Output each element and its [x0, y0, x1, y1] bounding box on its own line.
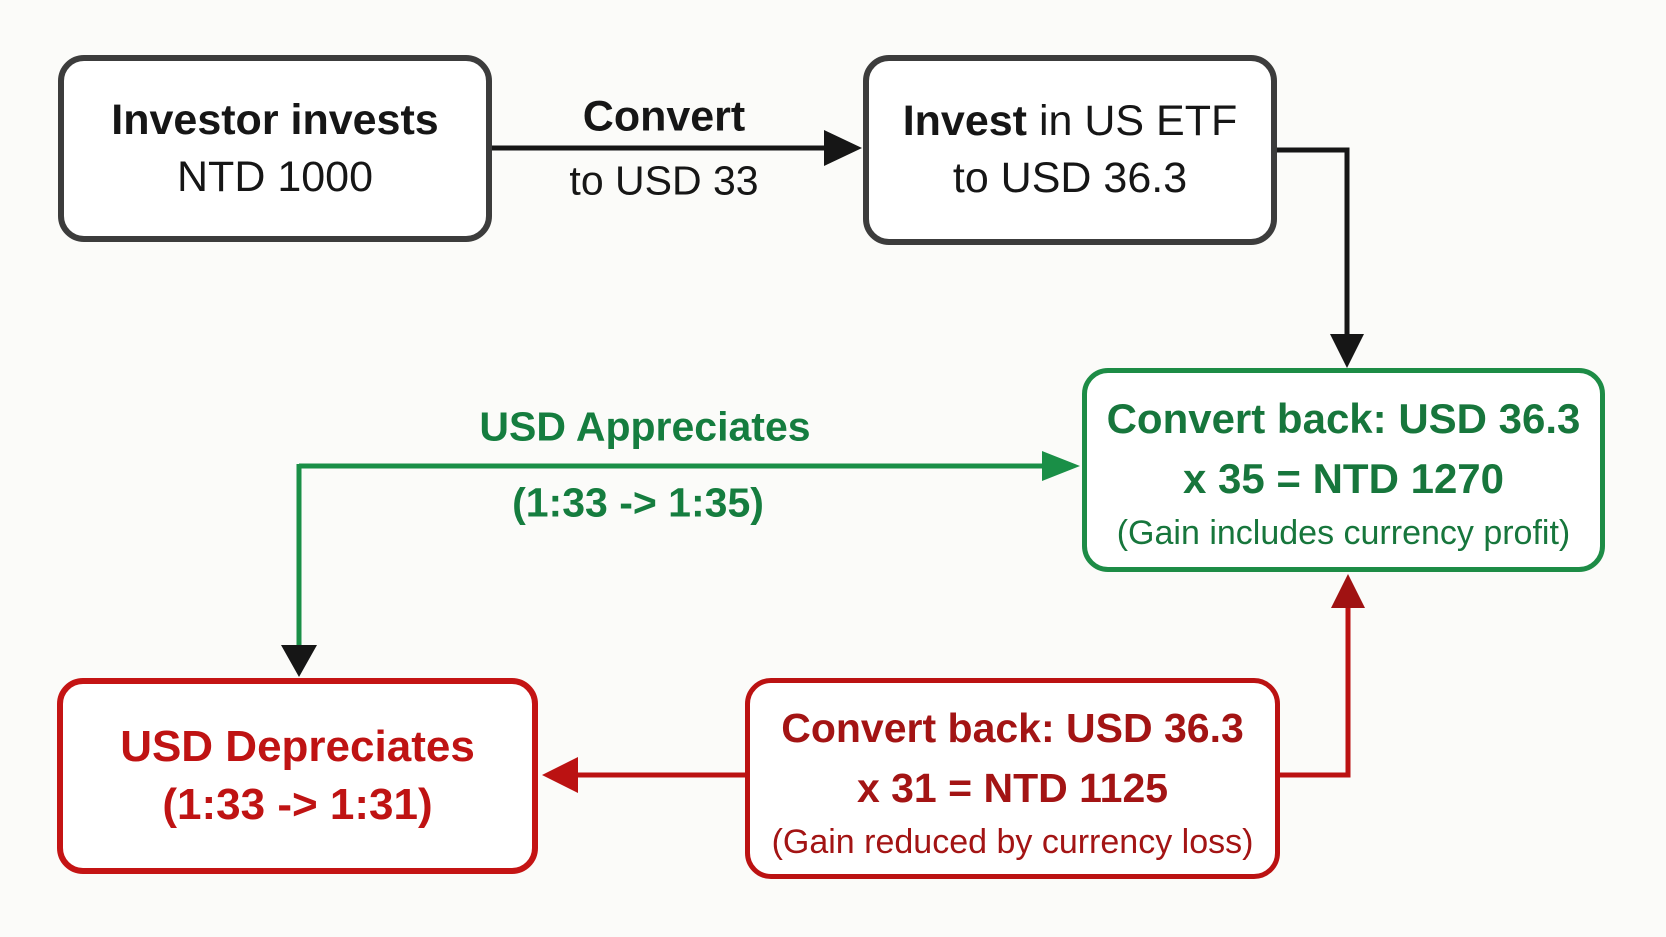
node-investor: Investor invests NTD 1000: [58, 55, 492, 242]
node-line: (Gain reduced by currency loss): [771, 822, 1254, 861]
node-line-regular-run: in US ETF: [1027, 97, 1238, 145]
edge-convert-label-top: Convert: [582, 92, 746, 141]
node-line: Investor invests: [111, 95, 439, 144]
edge-appreciates-branch-arrowhead: [281, 645, 317, 677]
edge-convert-arrowhead: [824, 130, 862, 166]
edge-invest-to-gain-arrowhead: [1330, 334, 1364, 368]
edge-convert-label-bottom: to USD 33: [569, 157, 759, 204]
node-convert-gain: Convert back: USD 36.3 x 35 = NTD 1270 (…: [1082, 368, 1605, 572]
edge-appreciates-label-top: USD Appreciates: [479, 403, 811, 450]
node-line: USD Depreciates: [120, 722, 475, 771]
edge-loss-to-gain-arrowhead: [1331, 574, 1365, 608]
node-line: Convert back: USD 36.3: [1106, 395, 1581, 442]
node-line: to USD 36.3: [952, 154, 1188, 202]
node-line: x 35 = NTD 1270: [1182, 455, 1505, 502]
node-invest-etf: Invest in US ETF to USD 36.3: [863, 55, 1277, 245]
edge-invest-to-gain-line: [1277, 147, 1350, 340]
node-line-bold-run: Invest: [902, 97, 1027, 145]
edge-loss-to-gain-line: [1280, 604, 1351, 778]
node-line: Convert back: USD 36.3: [781, 704, 1244, 751]
node-convert-loss: Convert back: USD 36.3 x 31 = NTD 1125 (…: [745, 678, 1280, 879]
node-line: (1:33 -> 1:31): [162, 780, 433, 829]
node-line: x 31 = NTD 1125: [856, 764, 1169, 811]
edge-appreciates-label-bottom: (1:33 -> 1:35): [512, 479, 764, 526]
edge-loss-to-depreciates-arrowhead: [542, 757, 578, 793]
node-line: NTD 1000: [177, 152, 373, 201]
node-line: (Gain includes currency profit): [1116, 514, 1571, 552]
node-usd-depreciates: USD Depreciates (1:33 -> 1:31): [57, 678, 538, 874]
node-line: Invest in US ETF: [903, 93, 1238, 150]
edge-appreciates-arrowhead: [1042, 451, 1080, 481]
